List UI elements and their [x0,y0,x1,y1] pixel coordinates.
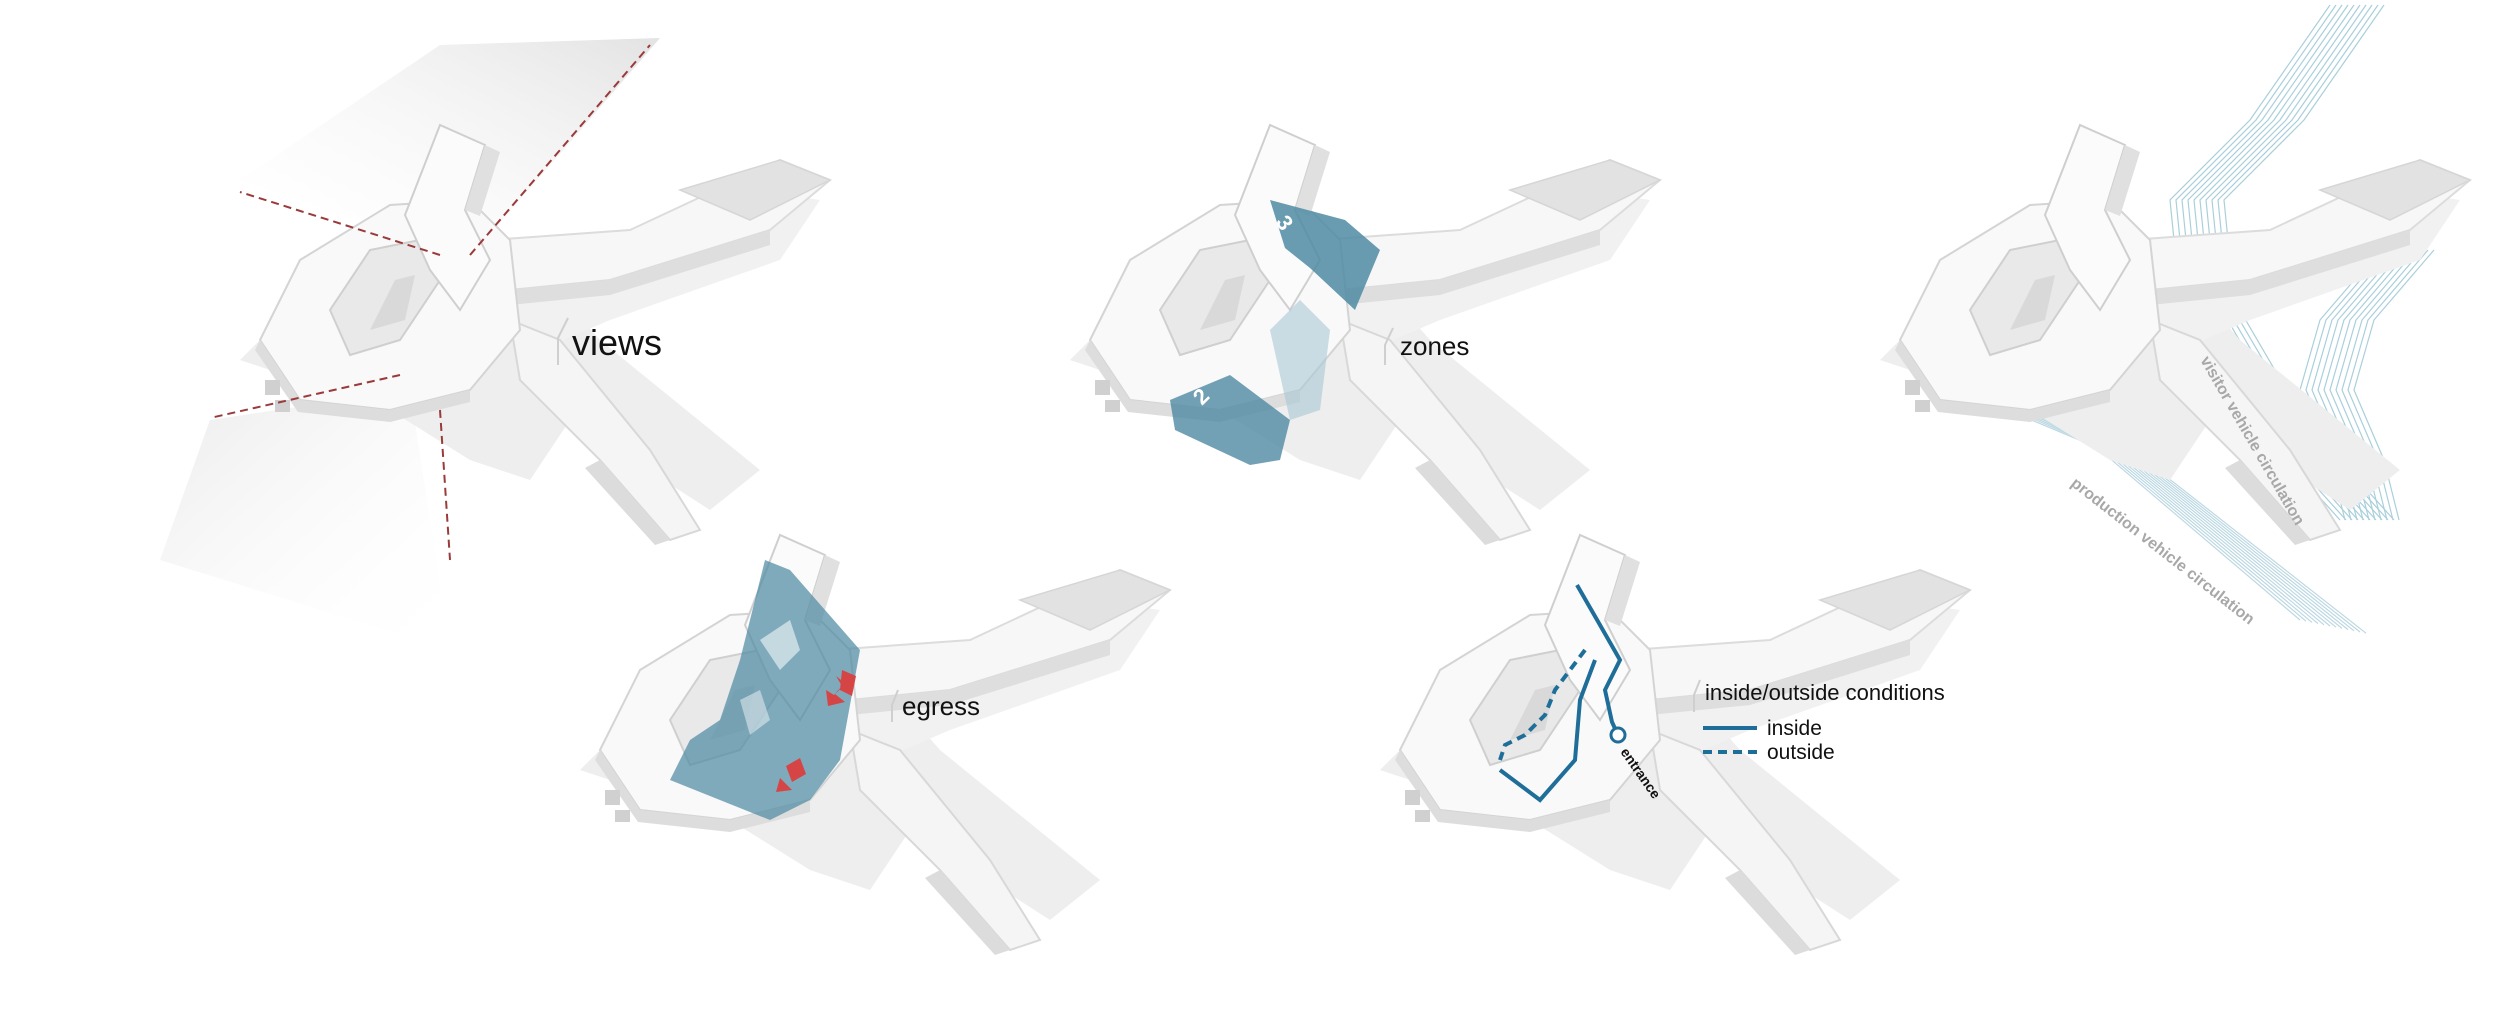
visitor-circulation-line [2353,249,2435,521]
egress-label: egress [902,691,980,721]
egress-arrow-upper [826,670,856,706]
zone-2-volume [1170,375,1290,465]
inside-path [1575,584,1623,736]
zone-1-volume [1270,300,1330,420]
legend-outside-label: outside [1767,741,1835,764]
view-lines [209,44,651,561]
zones-panel: 3 2 zones [1069,124,1661,546]
egress-building [579,534,1171,956]
conditions-title: inside/outside conditions [1705,680,1945,705]
zones-building [1069,124,1661,546]
zone-3-volume [1270,200,1380,310]
views-label: views [572,322,662,363]
egress-panel: egress [579,534,1171,956]
view-cone-southwest [160,390,450,650]
entrance-marker [1609,726,1627,744]
zones-label: zones [1400,331,1469,361]
outside-path [1498,648,1587,761]
egress-arrow-lower [776,758,806,792]
legend-inside-label: inside [1767,717,1822,740]
circulation-panel: visitor vehicle circulation production v… [1879,4,2471,634]
conditions-building [1379,534,1971,956]
inside-path-west [1498,659,1597,803]
circulation-building [1879,124,2471,546]
conditions-panel: entrance inside/outside conditions insid… [1379,534,1971,956]
egress-shaded-volume [670,560,860,820]
views-panel: views [160,38,831,650]
